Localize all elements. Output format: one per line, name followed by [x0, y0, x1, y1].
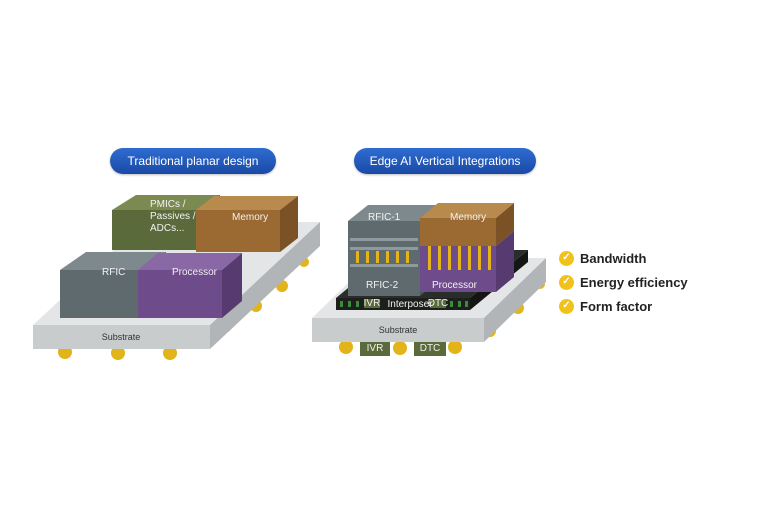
vertical-processor-label: Processor	[432, 280, 478, 291]
benefit-form-factor: ✓ Form factor	[559, 294, 688, 318]
benefit-energy-efficiency: ✓ Energy efficiency	[559, 270, 688, 294]
dtc-chip: DTC	[414, 338, 446, 356]
pmics-label-line-1: PMICs /	[150, 199, 186, 210]
benefit-label: Bandwidth	[580, 250, 647, 266]
ivr-chip-label: IVR	[367, 343, 384, 354]
rfic1-label: RFIC-1	[368, 212, 401, 223]
benefits-list: ✓ Bandwidth ✓ Energy efficiency ✓ Form f…	[559, 246, 688, 318]
ivr-chip: IVR	[360, 338, 390, 356]
interposer-label: Interposer	[387, 299, 433, 310]
planar-memory-block: Memory	[196, 196, 298, 252]
dtc-chip-label: DTC	[420, 343, 441, 354]
vertical-substrate-label: Substrate	[379, 325, 418, 335]
vertical-package: IVR DTC Substrate IVR DTC Interpose	[312, 203, 546, 356]
checkmark-icon: ✓	[559, 298, 574, 314]
checkmark-icon: ✓	[559, 274, 574, 290]
planar-rfic-label: RFIC	[102, 267, 125, 278]
planar-substrate-label: Substrate	[102, 332, 141, 342]
pmics-label-line-2: Passives /	[150, 211, 196, 222]
planar-processor-label: Processor	[172, 267, 218, 278]
planar-processor-block: Processor	[138, 253, 242, 318]
planar-design-header: Traditional planar design	[110, 148, 276, 174]
pmics-label-line-3: ADCs...	[150, 223, 184, 234]
rfic2-label: RFIC-2	[366, 280, 399, 291]
vertical-memory-label: Memory	[450, 212, 486, 223]
benefit-label: Form factor	[580, 298, 653, 314]
interposer-dtc-tag: DTC	[428, 298, 449, 309]
planar-package: Substrate PMICs / Passives / ADCs... Mem…	[33, 195, 320, 360]
memory-processor-stack: Memory Processor	[420, 203, 514, 292]
benefit-bandwidth: ✓ Bandwidth	[559, 246, 688, 270]
planar-memory-label: Memory	[232, 212, 268, 223]
interposer-ivr-tag: IVR	[364, 298, 381, 309]
benefit-label: Energy efficiency	[580, 274, 688, 290]
vertical-integration-header: Edge AI Vertical Integrations	[354, 148, 536, 174]
checkmark-icon: ✓	[559, 250, 574, 266]
